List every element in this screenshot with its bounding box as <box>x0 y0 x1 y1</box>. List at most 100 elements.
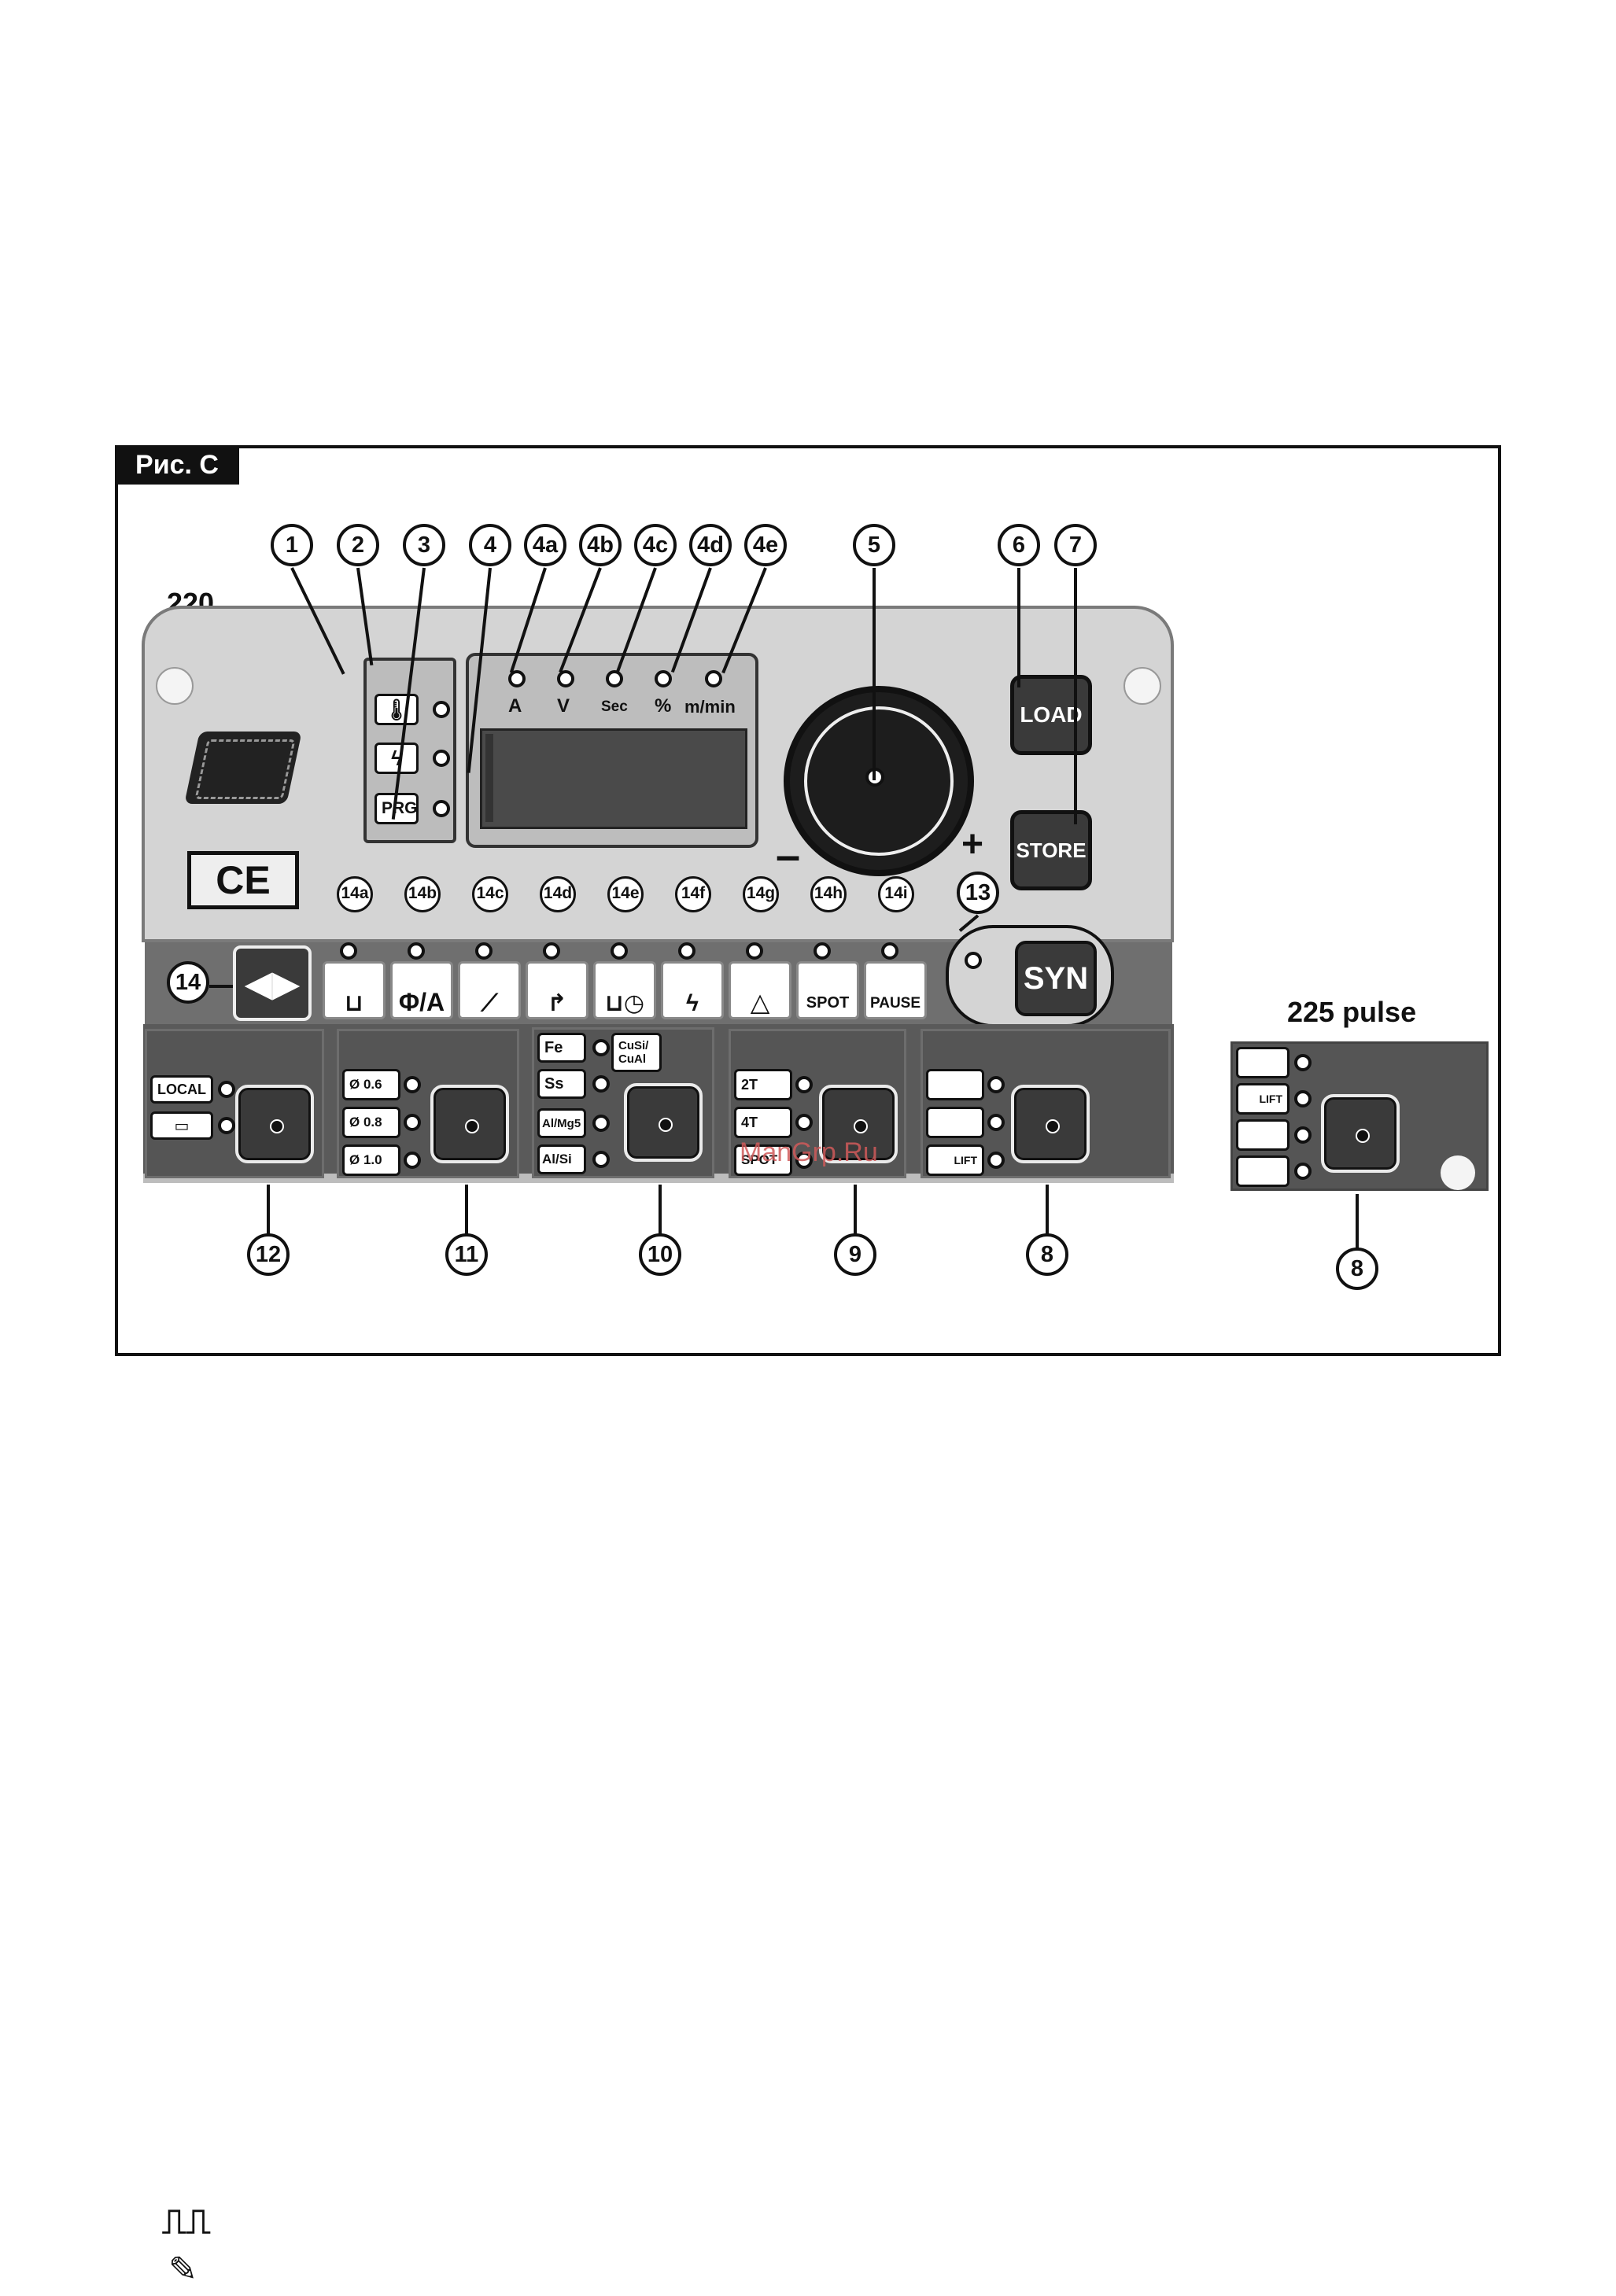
led-1-overheat <box>433 701 450 718</box>
led-10-almg5 <box>592 1115 610 1132</box>
callout-1: 1 <box>271 524 313 566</box>
led-4c-seconds <box>606 670 623 687</box>
torch-icon: ✎ <box>168 2250 197 2290</box>
mma-electrode-icon <box>926 1107 984 1138</box>
callout-14h: 14h <box>810 876 847 912</box>
led-10-fe <box>592 1039 610 1056</box>
unit-a: A <box>508 695 522 717</box>
tile-14a: ⊔ <box>323 961 386 1019</box>
mount-hole-top-left <box>156 667 194 705</box>
label-diameter-0-6: Ø 0.6 <box>342 1069 400 1100</box>
callout-14a: 14a <box>337 876 373 912</box>
led-4b-volts <box>557 670 574 687</box>
knob-plus-label: + <box>961 823 983 866</box>
callout-8-alt: 8 <box>1336 1248 1378 1290</box>
callout-4c: 4c <box>634 524 677 566</box>
group-10-material: Fe Ss CuSi/ CuAl Al/Mg5 Al/Si <box>532 1027 714 1178</box>
label-al-mg5: Al/Mg5 <box>537 1108 586 1138</box>
label-diameter-0-8: Ø 0.8 <box>342 1107 400 1138</box>
label-2t: 2T <box>734 1069 792 1100</box>
microprocessor-logo <box>184 732 302 804</box>
led-14d <box>543 942 560 960</box>
knob-minus-label: – <box>776 829 800 880</box>
callout-2: 2 <box>337 524 379 566</box>
pulse-wave-icon: ⎍⎍ <box>162 2202 211 2242</box>
button-8-alt[interactable] <box>1321 1094 1400 1173</box>
led-8alt-lift <box>1294 1090 1312 1107</box>
mig-torch-icon-alt <box>1236 1047 1289 1078</box>
lightning-icon: ϟ <box>374 743 419 774</box>
dc-electrode-icon <box>1236 1119 1289 1151</box>
led-4d-percent <box>655 670 672 687</box>
adjustment-knob[interactable] <box>784 686 974 876</box>
pulse-icon <box>1236 1155 1289 1187</box>
parameter-select-button[interactable]: ◀▶ <box>233 945 312 1021</box>
callout-14f: 14f <box>675 876 711 912</box>
unit-v: V <box>557 695 570 717</box>
tile-14b: Φ/A <box>390 961 453 1019</box>
load-button[interactable]: LOAD <box>1010 675 1092 755</box>
button-11[interactable] <box>430 1085 509 1163</box>
callout-12: 12 <box>247 1233 290 1276</box>
thermometer-icon: 🌡 <box>374 694 419 725</box>
led-9-2t <box>795 1076 813 1093</box>
unit-percent: % <box>655 695 671 717</box>
burnback-icon: ϟ <box>686 990 699 1017</box>
callout-14i: 14i <box>878 876 914 912</box>
callout-14c: 14c <box>472 876 508 912</box>
led-8-mma <box>987 1114 1005 1131</box>
button-8[interactable] <box>1011 1085 1090 1163</box>
led-14a <box>340 942 357 960</box>
label-lift-alt: LIFT <box>1236 1083 1289 1115</box>
callout-4b: 4b <box>579 524 622 566</box>
led-11-1-0 <box>404 1152 421 1169</box>
wire-feed-icon: ⊔ <box>345 990 363 1017</box>
tile-14h-spot: SPOT <box>796 961 859 1019</box>
led-10-alsi <box>592 1151 610 1168</box>
label-cusi-cual: CuSi/ CuAl <box>611 1033 662 1072</box>
led-8-lift <box>987 1152 1005 1169</box>
group-12-remote: LOCAL ▭ <box>145 1029 324 1178</box>
led-14g <box>746 942 763 960</box>
led-12-local <box>218 1081 235 1098</box>
figure-tag: Рис. С <box>115 445 239 485</box>
tile-14e: ⊔◷ <box>593 961 656 1019</box>
mig-torch-icon <box>926 1069 984 1100</box>
label-lift: LIFT <box>926 1144 984 1176</box>
led-14h <box>814 942 831 960</box>
label-diameter-1-0: Ø 1.0 <box>342 1144 400 1176</box>
callout-8: 8 <box>1026 1233 1068 1276</box>
button-10[interactable] <box>624 1083 703 1162</box>
led-9-4t <box>795 1114 813 1131</box>
mount-hole-top-right <box>1123 667 1161 705</box>
callout-14: 14 <box>167 961 209 1004</box>
callout-4d: 4d <box>689 524 732 566</box>
led-14i <box>881 942 898 960</box>
button-12[interactable] <box>235 1085 314 1163</box>
led-13-syn <box>965 952 982 969</box>
diameter-current-icon: Φ/A <box>399 988 445 1017</box>
led-14c <box>475 942 493 960</box>
display-panel: A V Sec % m/min <box>466 653 758 848</box>
tile-14g: △ <box>729 961 791 1019</box>
led-2-fault <box>433 750 450 767</box>
slope-icon: ⟋ <box>481 990 498 1017</box>
inductance-icon: △ <box>751 987 770 1017</box>
led-8alt-pulse <box>1294 1163 1312 1180</box>
callout-4e: 4e <box>744 524 787 566</box>
watermark: ManGrp.Ru <box>740 1137 878 1168</box>
syn-button[interactable]: SYN <box>1015 941 1097 1016</box>
callout-7: 7 <box>1054 524 1097 566</box>
led-8alt-dc <box>1294 1126 1312 1144</box>
led-14b <box>408 942 425 960</box>
callout-4: 4 <box>469 524 511 566</box>
callout-9: 9 <box>834 1233 876 1276</box>
led-14e <box>611 942 628 960</box>
tile-14c: ⟋ <box>458 961 521 1019</box>
callout-5: 5 <box>853 524 895 566</box>
tile-14d: ↱ <box>526 961 588 1019</box>
led-8-mig <box>987 1076 1005 1093</box>
store-button[interactable]: STORE <box>1010 810 1092 890</box>
led-12-remote <box>218 1117 235 1134</box>
ce-mark: CE <box>187 851 299 909</box>
